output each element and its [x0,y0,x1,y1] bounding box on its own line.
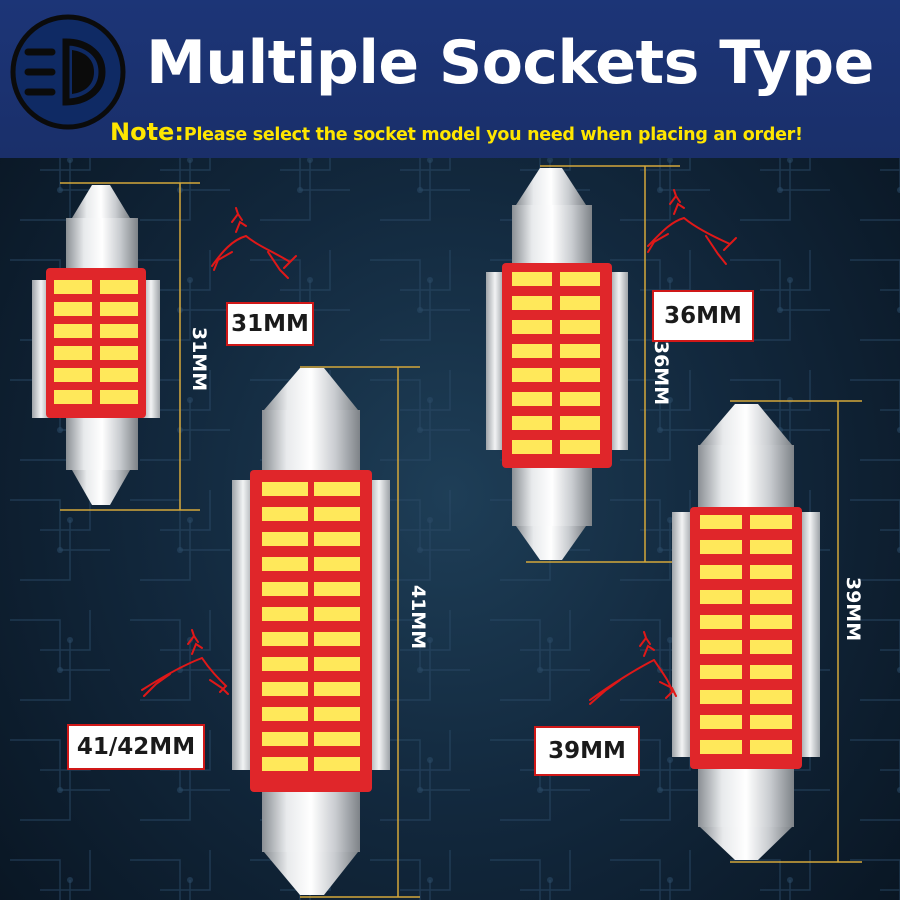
order-note: Note:Please select the socket model you … [110,112,900,155]
dimension-label-36mm: 36MM [650,340,672,406]
size-tag-41-42mm: 41/42MM [67,724,205,770]
deer-icon [141,629,229,697]
header-banner: Multiple Sockets Type Note:Please select… [0,0,900,158]
size-tag-36mm: 36MM [652,290,754,342]
headlight-icon [10,14,126,130]
festoon-bulb-31mm [32,182,200,511]
size-tag-31mm: 31MM [226,302,314,346]
festoon-bulb-41mm [232,366,420,898]
dimension-label-31mm: 31MM [188,326,210,392]
page-title: Multiple Sockets Type [146,28,874,98]
note-text: Please select the socket model you need … [183,125,803,145]
dimension-label-39mm: 39MM [842,576,864,642]
note-label: Note: [110,118,184,146]
size-tag-39mm: 39MM [534,726,640,776]
dimension-label-41mm: 41MM [407,584,429,650]
festoon-bulb-36mm [486,165,680,563]
deer-icon [589,631,677,705]
deer-icon [647,189,737,265]
festoon-bulb-39mm [672,400,862,863]
deer-icon [211,207,297,279]
